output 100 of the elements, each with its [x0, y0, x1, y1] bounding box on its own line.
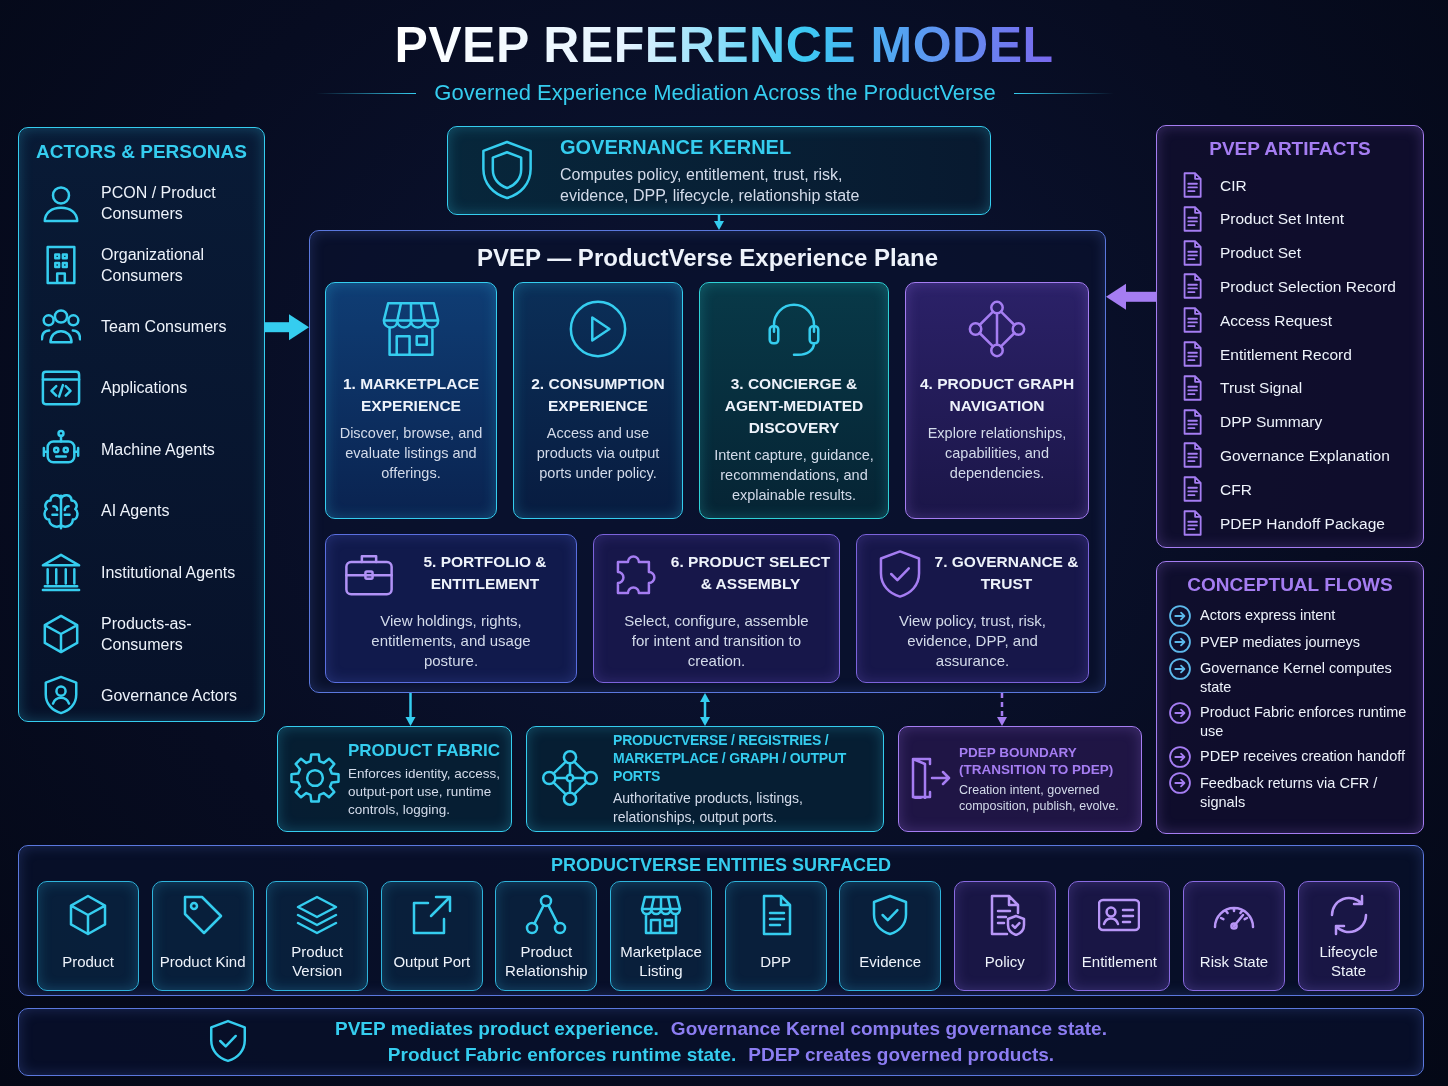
box-description: Authoritative products, listings, relationships, output ports. — [613, 789, 804, 827]
feature-card — [593, 534, 840, 683]
list-item-label: Governance Kernel computes state — [1200, 659, 1393, 697]
card-heading: 2. CONSUMPTION EXPERIENCE — [530, 374, 666, 416]
list-item-label: Institutional Agents — [101, 562, 236, 583]
entity-label: Lifecycle State — [1318, 942, 1379, 980]
flows-panel — [1156, 561, 1424, 834]
entity-label: DPP — [760, 951, 791, 971]
entity-tile — [151, 881, 254, 991]
arrow — [405, 693, 416, 726]
list-item-label: Team Consumers — [101, 316, 227, 337]
list-item-label: Actors express intent — [1200, 606, 1336, 625]
list-item-label: Governance Explanation — [1220, 445, 1390, 465]
entity-label: Product Version — [290, 942, 345, 980]
list-item-label: Entitlement Record — [1220, 344, 1352, 364]
entity-label: Output Port — [393, 951, 471, 971]
list-item-label: CIR — [1220, 175, 1247, 195]
entity-tile — [37, 881, 139, 991]
list-item-label: Product Selection Record — [1220, 276, 1396, 296]
artifacts-panel — [1156, 125, 1424, 548]
panel-heading: PVEP ARTIFACTS — [1209, 137, 1371, 161]
plane-title: PVEP — ProductVerse Experience Plane — [476, 243, 939, 273]
subtitle: Governed Experience Mediation Across the ProductVerse — [434, 79, 996, 107]
list-item-label: AI Agents — [101, 501, 170, 521]
card-heading: 4. PRODUCT GRAPH NAVIGATION — [918, 374, 1076, 416]
box-description: Computes policy, entitlement, trust, risk, evidence, DPP, lifecycle, relationship state — [560, 165, 860, 206]
entity-label: Product — [62, 951, 114, 971]
card-description: Select, configure, assemble for intent and transition to creation. — [623, 611, 810, 671]
entity-tile — [839, 881, 942, 991]
summary-statement: PDEP creates governed products. — [748, 1043, 1055, 1067]
box-heading: PDEP BOUNDARY (TRANSITION TO PDEP) — [959, 744, 1115, 778]
card-heading: 6. PRODUCT SELECT & ASSEMBLY — [670, 552, 831, 594]
arrow — [997, 693, 1007, 726]
list-item-label: Access Request — [1220, 310, 1332, 330]
list-item-label: PCON / Product Consumers — [101, 183, 217, 224]
feature-card — [513, 282, 683, 519]
list-item-label: Product Set — [1220, 243, 1301, 263]
entity-label: Product Relationship — [504, 942, 589, 980]
list-item-label: Governance Actors — [101, 685, 238, 706]
list-item-label: Machine Agents — [101, 439, 215, 460]
list-item-label: PDEP Handoff Package — [1220, 513, 1385, 533]
card-heading: 5. PORTFOLIO & ENTITLEMENT — [422, 552, 548, 594]
box-heading: PRODUCT FABRIC — [348, 739, 501, 761]
summary-statement: Governance Kernel computes governance state. — [670, 1017, 1107, 1041]
list-item-label: CFR — [1220, 479, 1252, 499]
feature-card — [325, 534, 577, 683]
panel-heading: CONCEPTUAL FLOWS — [1187, 573, 1393, 597]
experience-plane — [309, 230, 1106, 693]
entity-label: Evidence — [859, 951, 922, 971]
entity-label: Marketplace Listing — [619, 942, 703, 980]
panel-heading: ACTORS & PERSONAS — [36, 140, 247, 164]
component-box — [277, 726, 512, 832]
card-description: Discover, browse, and evaluate listings and offerings. — [338, 424, 484, 483]
box-description: Creation intent, governed composition, publish, evolve. — [959, 782, 1120, 814]
list-item-label: Product Fabric enforces runtime use — [1200, 703, 1408, 741]
summary-statement: PVEP mediates product experience. — [335, 1017, 659, 1041]
actors-panel — [18, 127, 265, 722]
arrow — [1106, 283, 1156, 310]
card-heading: 7. GOVERNANCE & TRUST — [933, 552, 1080, 594]
box-description: Enforces identity, access, output-port use, runtime controls, logging. — [348, 764, 502, 819]
arrow — [265, 314, 309, 341]
card-description: View policy, trust, risk, evidence, DPP, and assurance. — [898, 611, 1047, 671]
component-box — [526, 726, 884, 832]
card-heading: 3. CONCIERGE & AGENT-MEDIATED DISCOVERY — [723, 374, 865, 438]
entity-tile — [1297, 881, 1400, 991]
entity-tile — [266, 881, 369, 991]
entity-tile — [495, 881, 598, 991]
list-item-label: Applications — [101, 378, 188, 398]
card-description: Intent capture, guidance, recommendations, and explainable results. — [713, 446, 875, 505]
entity-tile — [953, 881, 1056, 991]
entity-label: Policy — [984, 951, 1025, 971]
entity-label: Product Kind — [159, 951, 246, 971]
summary-banner — [18, 1008, 1424, 1076]
entity-tile — [380, 881, 483, 991]
summary-statement: Product Fabric enforces runtime state. — [387, 1043, 737, 1067]
panel-heading: PRODUCTVERSE ENTITIES SURFACED — [550, 854, 891, 877]
box-heading: GOVERNANCE KERNEL — [560, 135, 792, 160]
card-heading: 1. MARKETPLACE EXPERIENCE — [341, 374, 481, 416]
feature-card — [325, 282, 497, 519]
list-item-label: DPP Summary — [1220, 412, 1323, 432]
list-item-label: PVEP mediates journeys — [1200, 632, 1361, 652]
entity-tile — [1068, 881, 1171, 991]
list-item-label: Trust Signal — [1220, 378, 1303, 398]
list-item-label: Products-as-Consumers — [101, 613, 193, 655]
entity-label: Risk State — [1199, 951, 1269, 971]
component-box — [898, 726, 1142, 832]
feature-card — [699, 282, 889, 519]
feature-card — [856, 534, 1089, 683]
list-item-label: Feedback returns via CFR / signals — [1200, 773, 1379, 812]
entity-tile — [724, 881, 827, 991]
entity-tile — [610, 881, 712, 991]
card-description: Access and use products via output ports under policy. — [535, 424, 661, 483]
double-arrow — [700, 693, 710, 726]
feature-card — [905, 282, 1089, 519]
list-item-label: Organizational Consumers — [101, 244, 206, 286]
entity-label: Entitlement — [1081, 951, 1157, 971]
entities-panel — [18, 845, 1424, 996]
arrow — [714, 215, 724, 230]
card-description: View holdings, rights, entitlements, and usage posture. — [370, 611, 532, 671]
list-item-label: PDEP receives creation handoff — [1200, 747, 1405, 766]
